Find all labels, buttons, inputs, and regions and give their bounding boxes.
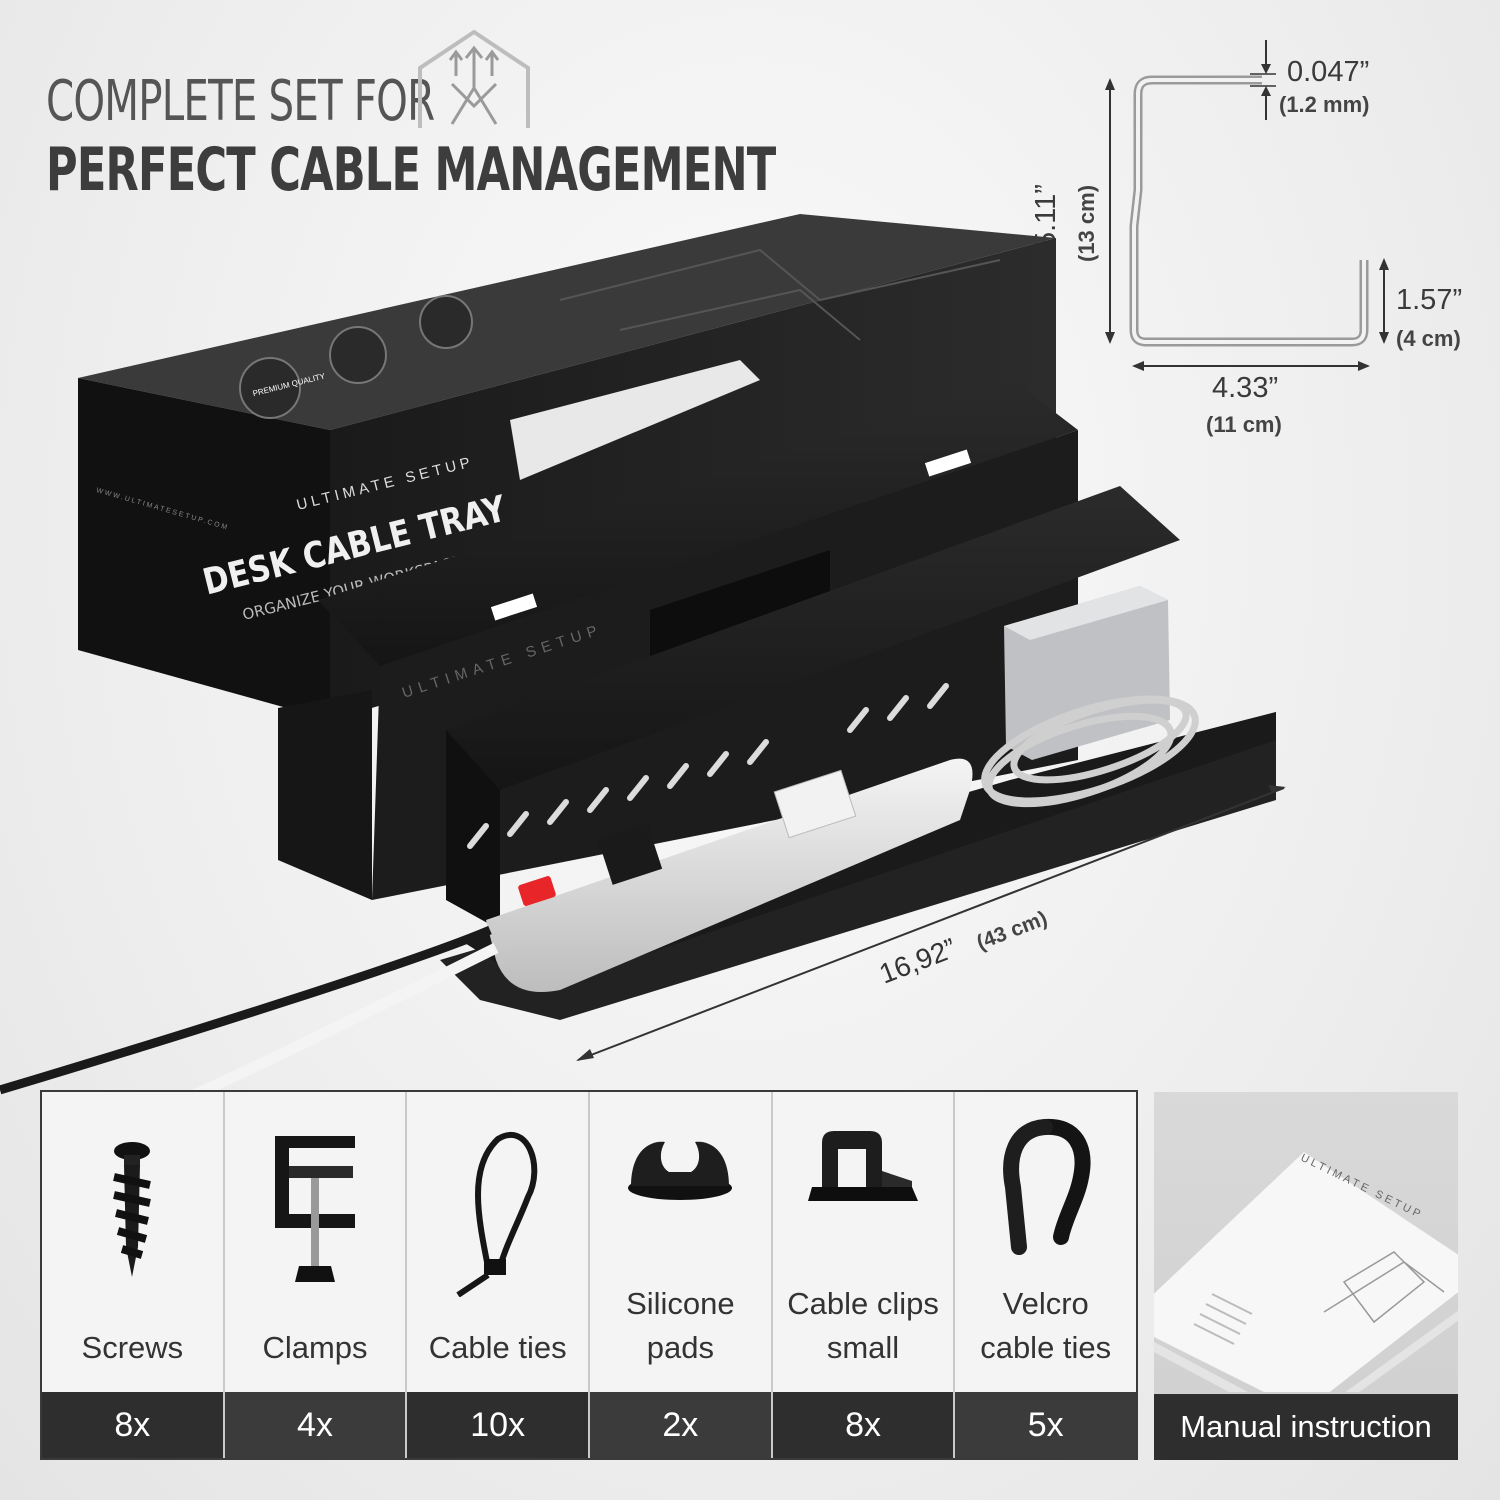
contents-label: Screws [81, 1330, 184, 1365]
contents-label: Clamps [262, 1330, 368, 1365]
house-arrows-icon [418, 29, 530, 128]
profile-diagram [1105, 40, 1389, 371]
contents-item-clamps: Clamps 4x [224, 1092, 408, 1458]
headline-line-1: COMPLETE SET FOR [46, 69, 435, 134]
contents-table: Screws 8x Clamps 4x Cable ties 10x Silic… [40, 1090, 1138, 1460]
contents-qty: 2x [590, 1392, 771, 1458]
headline: COMPLETE SET FOR PERFECT CABLE MANAGEMEN… [46, 68, 958, 204]
contents-label: Silicone [626, 1286, 735, 1321]
contents-label: Velcro [1002, 1286, 1089, 1321]
contents-label: Cable ties [428, 1330, 567, 1365]
contents-label: Cable clips [787, 1286, 939, 1321]
velcro-tie-icon [1002, 1118, 1091, 1255]
contents-item-screws: Screws 8x [42, 1092, 225, 1458]
silicone-pad-icon [628, 1141, 733, 1200]
outgoing-cables [0, 925, 499, 1110]
power-strip [486, 758, 973, 992]
manual-panel: ULTIMATE SETUP Manual instruction [1154, 1092, 1458, 1460]
coiled-cable [981, 695, 1199, 808]
width-value: 4.33” [1212, 372, 1279, 404]
headline-line-2: PERFECT CABLE MANAGEMENT [46, 135, 776, 205]
manual-label: Manual instruction [1154, 1394, 1458, 1460]
contents-qty: 8x [772, 1392, 954, 1458]
width-metric: (11 cm) [1206, 412, 1282, 437]
contents-label: cable ties [980, 1330, 1112, 1365]
manual-brand: ULTIMATE SETUP [1299, 1152, 1425, 1222]
thickness-value: 0.047” [1287, 56, 1370, 88]
manual-booklet [1154, 1152, 1458, 1392]
contents-item-cable-clips: Cable clips small 8x [772, 1092, 956, 1458]
contents-qty: 5x [955, 1392, 1137, 1458]
contents-item-velcro-ties: Velcro cable ties 5x [955, 1092, 1137, 1458]
length-arrow [576, 785, 1286, 1061]
tray-slots [467, 683, 949, 849]
cable-clip-icon [808, 1131, 919, 1201]
lip-value: 1.57” [1396, 284, 1463, 316]
thickness-metric: (1.2 mm) [1279, 92, 1370, 117]
contents-label: pads [646, 1330, 714, 1365]
screw-icon [113, 1142, 152, 1277]
clamp-icon [275, 1136, 355, 1282]
contents-item-cable-ties: Cable ties 10x [407, 1092, 591, 1458]
contents-item-silicone-pads: Silicone pads 2x [590, 1092, 773, 1458]
lip-metric: (4 cm) [1396, 326, 1461, 351]
product-illustration: PREMIUM QUALITY ULTIMATE SETUP DESK CABL… [0, 214, 1286, 1110]
contents-label: small [826, 1330, 900, 1365]
cable-tie-icon [456, 1132, 537, 1297]
contents-qty: 4x [224, 1392, 406, 1458]
contents-qty: 8x [42, 1392, 223, 1458]
contents-qty: 10x [407, 1392, 589, 1458]
length-metric: (43 cm) [974, 907, 1051, 955]
manual-brand-text: ULTIMATE SETUP [1299, 1152, 1425, 1222]
